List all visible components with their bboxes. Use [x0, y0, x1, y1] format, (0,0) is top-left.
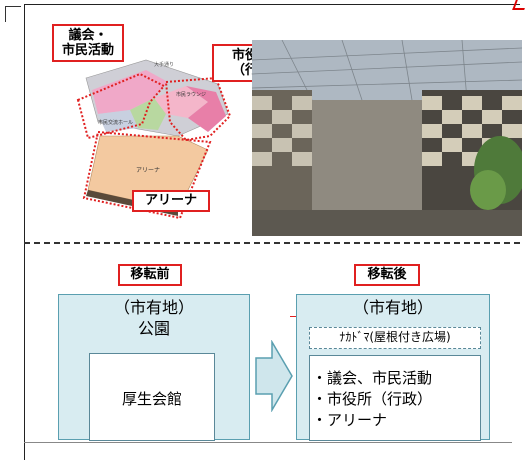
- plan-cityhall-zone: [186, 86, 226, 132]
- header-after: 移転後: [354, 264, 420, 286]
- slide-frame: [24, 4, 520, 460]
- plan-tag-arena: アリーナ: [136, 167, 160, 174]
- building-photo: [252, 40, 522, 236]
- label-assembly-citizen: 議会・ 市民活動: [52, 24, 124, 62]
- after-item-assembly: ・議会、市民活動: [312, 369, 433, 387]
- plan-green-zone: [130, 98, 166, 130]
- photo-left-facade: [252, 90, 312, 236]
- label-arena: アリーナ: [132, 190, 210, 212]
- plan-assembly-zone: [92, 70, 168, 114]
- label-assembly-line1: 議会・: [68, 28, 108, 43]
- after-roof-plaza-label: ﾅｶﾄﾞﾏ(屋根付き広場): [339, 330, 451, 344]
- after-item-cityhall: ・市役所（行政）: [312, 390, 433, 408]
- before-building-box: 厚生会館: [89, 353, 215, 441]
- building-photo-drawing: [252, 40, 522, 236]
- plan-tag-lounge: 市民ラウンジ: [176, 91, 206, 98]
- before-title-line1: （市有地）: [113, 298, 194, 317]
- plan-hall-zone: [98, 110, 138, 132]
- after-facilities-box: ・議会、市民活動 ・市役所（行政） ・アリーナ: [309, 355, 481, 441]
- transition-arrow: [255, 340, 293, 412]
- after-title: （市有地）: [352, 298, 433, 317]
- photo-tree-highlight: [470, 170, 506, 210]
- plan-tag-avenue: 大手通り: [154, 61, 174, 68]
- section-divider: [24, 242, 520, 244]
- before-building-label: 厚生会館: [121, 390, 182, 408]
- corner-tick: [5, 6, 21, 22]
- header-before: 移転前: [118, 264, 182, 286]
- photo-ground: [252, 210, 522, 236]
- panel-before: （市有地） 公園 厚生会館: [58, 294, 250, 441]
- plan-tag-hall: 市民交流ホール: [98, 119, 133, 126]
- corner-mark: [512, 0, 528, 10]
- after-item-arena: ・アリーナ: [312, 411, 388, 429]
- plan-lounge-zone: [154, 86, 208, 118]
- before-title-line2: 公園: [137, 319, 170, 338]
- panel-after: （市有地） ﾅｶﾄﾞﾏ(屋根付き広場) ・議会、市民活動 ・市役所（行政） ・ア…: [296, 294, 490, 441]
- bottom-edge-line: [24, 442, 512, 443]
- after-roof-plaza-box: ﾅｶﾄﾞﾏ(屋根付き広場): [309, 327, 481, 349]
- label-assembly-line2: 市民活動: [61, 43, 114, 58]
